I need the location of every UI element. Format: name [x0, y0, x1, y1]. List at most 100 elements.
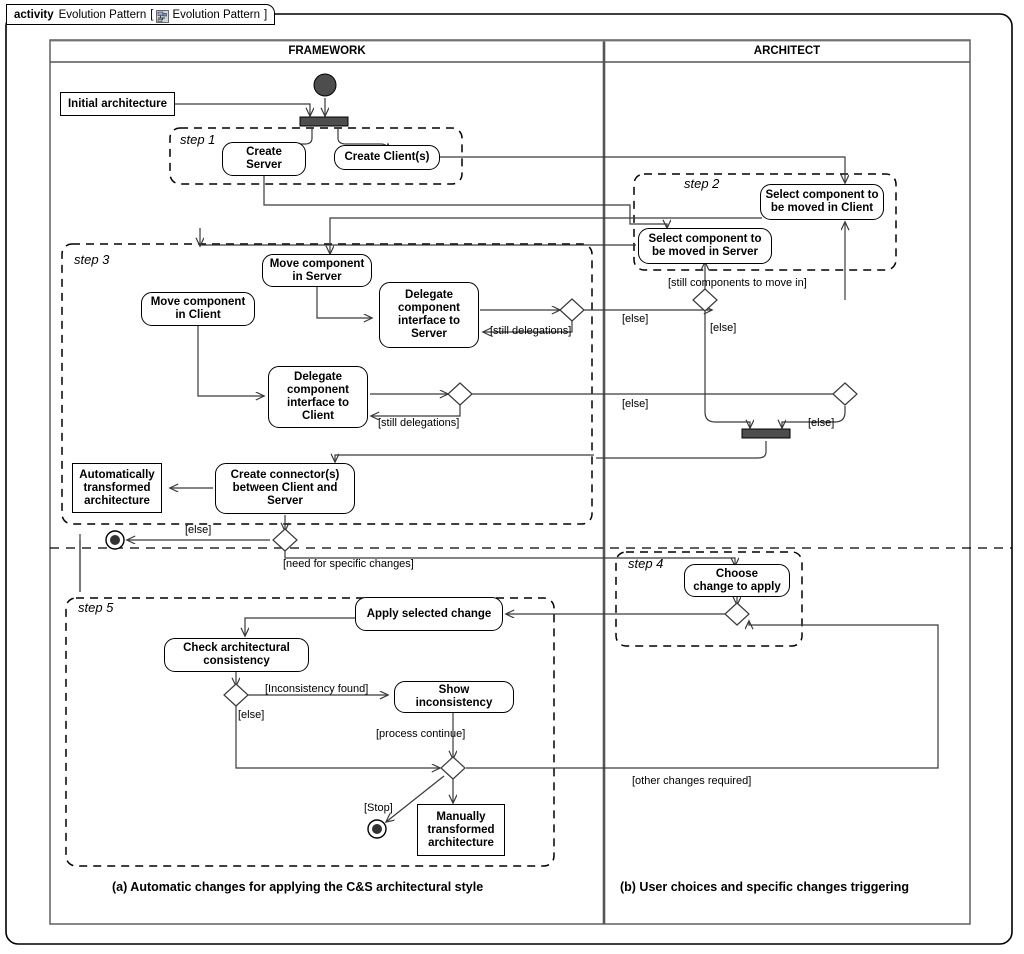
guard-other-changes-required: [other changes required] [632, 775, 751, 787]
node-choose-change[interactable]: Choose change to apply [684, 564, 790, 597]
step3-label-text: step 3 [74, 252, 110, 267]
node-move-component-server-label: Move component in Server [269, 257, 365, 283]
guard-need-specific-changes: [need for specific changes] [283, 558, 414, 570]
step1-label: step 1 [180, 132, 215, 147]
guard-other-changes-required-text: [other changes required] [632, 775, 752, 787]
lane-title-architect-text: ARCHITECT [753, 45, 821, 57]
node-apply-selected-change[interactable]: Apply selected change [355, 597, 503, 631]
step1-label-text: step 1 [180, 132, 216, 147]
decision-delegation-client [447, 382, 473, 406]
node-create-clients-label: Create Client(s) [344, 151, 430, 163]
lane-title-architect: ARCHITECT [604, 40, 970, 62]
node-move-component-client[interactable]: Move component in Client [141, 292, 255, 326]
guard-else-delegation-client: [else] [622, 398, 648, 410]
guard-else-consistency: [else] [238, 709, 264, 721]
caption-a: (a) Automatic changes for applying the C… [112, 880, 483, 894]
decision-inconsistency [223, 683, 249, 707]
guard-still-components-to-move-text: [still components to move in] [668, 277, 807, 289]
node-apply-selected-change-label: Apply selected change [366, 607, 492, 620]
node-delegate-interface-client-label: Delegate component interface to Client [287, 371, 349, 422]
decision-choose-change [724, 602, 750, 626]
node-delegate-interface-server[interactable]: Delegate component interface to Server [379, 282, 479, 348]
guard-else-to-final-text: [else] [185, 524, 212, 536]
guard-else-delegation-client-text: [else] [622, 398, 649, 410]
frame-name: Evolution Pattern [58, 8, 147, 21]
guard-still-delegations-server: [still delegations] [490, 325, 571, 337]
guard-stop-text: [Stop] [364, 802, 393, 814]
caption-b: (b) User choices and specific changes tr… [620, 880, 909, 894]
guard-still-delegations-server-text: [still delegations] [490, 325, 572, 337]
guard-else-merge-down: [else] [710, 322, 736, 334]
step3-label: step 3 [74, 252, 109, 267]
final-node-manual [367, 819, 387, 839]
decision-process-continue [440, 756, 466, 780]
frame-bracket-open: [ [150, 8, 154, 21]
frame-keyword: activity [14, 8, 54, 21]
guard-else-right-diamond: [else] [808, 417, 834, 429]
guard-stop: [Stop] [364, 802, 393, 814]
node-move-component-server[interactable]: Move component in Server [262, 254, 372, 287]
node-manually-transformed-architecture-label: Manually transformed architecture [427, 810, 495, 849]
guard-still-delegations-client-text: [still delegations] [378, 417, 460, 429]
step4-group [615, 551, 803, 647]
node-show-inconsistency-label: Show inconsistency [415, 684, 493, 709]
caption-b-text: (b) User choices and specific changes tr… [620, 880, 909, 894]
step4-label: step 4 [628, 556, 663, 571]
node-select-component-server-label: Select component to be moved in Server [648, 233, 762, 258]
join-bar-architect [741, 428, 791, 439]
node-check-consistency-label: Check architectural consistency [183, 642, 290, 667]
step2-group [633, 173, 897, 271]
guard-else-delegation-server: [else] [622, 313, 648, 325]
guard-else-merge-down-text: [else] [710, 322, 737, 334]
guard-need-specific-changes-text: [need for specific changes] [283, 558, 414, 570]
guard-still-components-to-move: [still components to move in] [668, 277, 807, 289]
step5-group [65, 597, 555, 867]
guard-still-delegations-client: [still delegations] [378, 417, 459, 429]
node-create-clients[interactable]: Create Client(s) [334, 145, 440, 170]
lane-title-framework: FRAMEWORK [50, 40, 604, 62]
final-node-auto [105, 530, 125, 550]
step3-group [61, 243, 593, 525]
guard-process-continue: [process continue] [376, 728, 465, 740]
diagram-frame-tab: activity Evolution Pattern [ Evolution P… [6, 4, 276, 25]
initial-node [313, 73, 337, 97]
node-create-connectors-label: Create connector(s) between Client and S… [230, 469, 340, 507]
decision-need-specific-changes [272, 528, 298, 552]
step5-label: step 5 [78, 600, 113, 615]
lane-title-framework-text: FRAMEWORK [288, 45, 366, 57]
guard-process-continue-text: [process continue] [376, 728, 466, 740]
caption-a-text: (a) Automatic changes for applying the C… [112, 880, 484, 894]
guard-inconsistency-found-text: [Inconsistency found] [265, 683, 369, 695]
frame-bracket-close: ] [264, 8, 268, 21]
node-show-inconsistency[interactable]: Show inconsistency [394, 681, 514, 713]
node-create-connectors[interactable]: Create connector(s) between Client and S… [215, 463, 355, 514]
decision-else-right [832, 382, 858, 406]
node-create-server-label: Create Server [246, 146, 282, 171]
node-delegate-interface-client[interactable]: Delegate component interface to Client [268, 366, 368, 428]
node-choose-change-label: Choose change to apply [693, 567, 781, 593]
node-select-component-client-label: Select component to be moved in Client [765, 189, 879, 214]
node-select-component-server[interactable]: Select component to be moved in Server [638, 228, 772, 264]
guard-inconsistency-found: [Inconsistency found] [265, 683, 368, 695]
frame-inner-name: Evolution Pattern [172, 8, 261, 21]
step2-label: step 2 [684, 176, 719, 191]
guard-else-right-diamond-text: [else] [808, 417, 835, 429]
fork-bar-step1 [299, 116, 349, 127]
node-create-server[interactable]: Create Server [222, 142, 306, 176]
node-select-component-client[interactable]: Select component to be moved in Client [760, 184, 884, 220]
step4-label-text: step 4 [628, 556, 664, 571]
node-check-consistency[interactable]: Check architectural consistency [164, 638, 309, 672]
node-manually-transformed-architecture[interactable]: Manually transformed architecture [417, 804, 505, 856]
step1-group [169, 127, 463, 185]
guard-else-to-final: [else] [185, 524, 211, 536]
decision-components-to-move [692, 288, 718, 312]
node-auto-transformed-architecture[interactable]: Automatically transformed architecture [72, 463, 162, 513]
step5-label-text: step 5 [78, 600, 114, 615]
node-delegate-interface-server-label: Delegate component interface to Server [398, 289, 460, 340]
node-initial-architecture[interactable]: Initial architecture [60, 92, 175, 116]
